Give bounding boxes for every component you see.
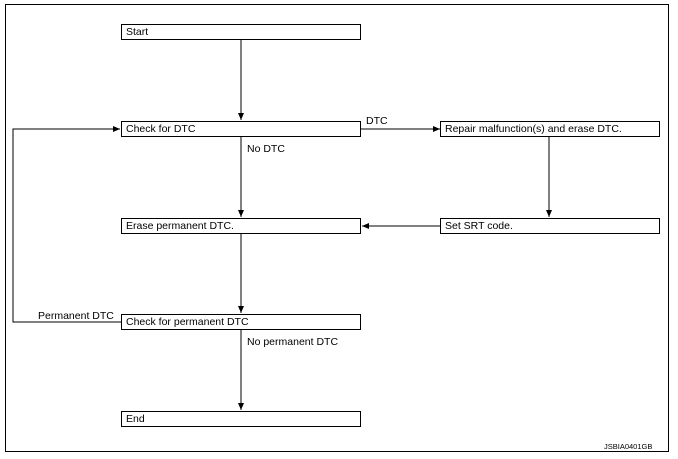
step-start: Start: [121, 24, 361, 40]
label-no-permanent-dtc: No permanent DTC: [247, 336, 339, 348]
diagram-frame: [5, 4, 669, 452]
arrow-loop-permanent-dtc: [12, 126, 121, 323]
step-set-srt: Set SRT code.: [440, 218, 660, 234]
step-check-permanent: Check for permanent DTC: [121, 314, 361, 330]
label-no-dtc: No DTC: [247, 143, 285, 155]
label-dtc: DTC: [366, 115, 388, 127]
step-end: End: [121, 411, 361, 427]
step-repair: Repair malfunction(s) and erase DTC.: [440, 121, 660, 137]
step-erase-permanent: Erase permanent DTC.: [121, 218, 361, 234]
label-permanent-dtc: Permanent DTC: [38, 310, 114, 322]
step-check-dtc: Check for DTC: [121, 121, 361, 137]
figure-code: JSBIA0401GB: [604, 442, 653, 451]
